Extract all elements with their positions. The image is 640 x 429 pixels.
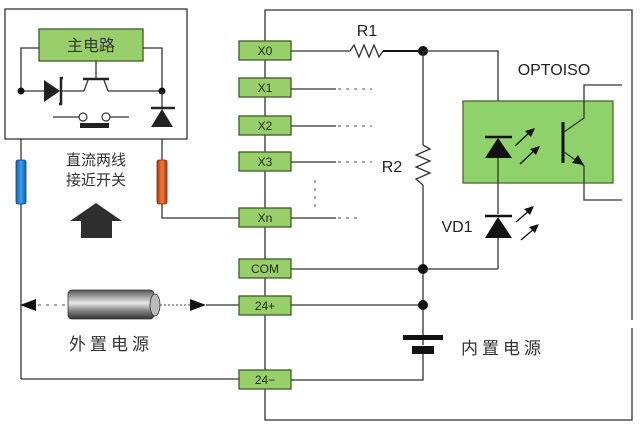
terminal-24-minus[interactable]: 24− [238, 369, 292, 390]
svg-text:24+: 24+ [255, 299, 275, 313]
svg-text:X0: X0 [258, 44, 273, 58]
blue-lead-wire [15, 159, 27, 205]
opto-led-icon [485, 138, 512, 158]
svg-text:24−: 24− [255, 373, 275, 387]
external-power-label: 外置电源 [69, 335, 153, 355]
svg-text:Xn: Xn [258, 211, 273, 225]
terminal-x1[interactable]: X1 [238, 77, 292, 98]
phototransistor-icon [561, 84, 622, 201]
sensor-caption-line2: 接近开关 [66, 171, 126, 189]
vd1-led-icon [485, 206, 539, 269]
terminal-x0[interactable]: X0 [238, 40, 292, 61]
sensor-caption-line1: 直流两线 [66, 151, 126, 169]
light-arrows-icon [514, 128, 540, 165]
internal-power-label: 内置电源 [461, 339, 545, 359]
resistor-r1-icon [349, 43, 384, 59]
zener-diode-icon [44, 76, 84, 106]
vd1-label: VD1 [441, 219, 472, 236]
sensor-box: 主电路 [4, 8, 188, 160]
resistor-r2-icon [414, 144, 432, 186]
terminal-x3[interactable]: X3 [238, 151, 292, 172]
svg-text:X2: X2 [258, 119, 273, 133]
switch-contact-icon [53, 112, 129, 128]
terminal-24-plus[interactable]: 24+ [238, 295, 292, 316]
r2-label: R2 [382, 159, 403, 176]
main-circuit-block [38, 28, 144, 62]
terminal-x2[interactable]: X2 [238, 115, 292, 136]
diode-icon [151, 91, 175, 127]
internal-battery-icon [403, 335, 443, 354]
svg-text:X1: X1 [258, 81, 273, 95]
r1-label: R1 [357, 23, 378, 40]
optocoupler [462, 84, 622, 214]
optoiso-label: OPTOISO [518, 62, 591, 79]
main-circuit-label: 主电路 [67, 36, 115, 55]
red-lead-wire [156, 159, 168, 205]
svg-text:X3: X3 [258, 155, 273, 169]
up-arrow-icon [70, 203, 122, 238]
svg-text:COM: COM [251, 262, 279, 276]
external-battery [20, 289, 240, 320]
arrow-left-icon [20, 299, 36, 311]
terminal-com[interactable]: COM [238, 258, 292, 279]
terminal-xn[interactable]: Xn [238, 207, 292, 228]
arrow-right-icon [190, 299, 206, 311]
transistor-icon [83, 61, 109, 92]
